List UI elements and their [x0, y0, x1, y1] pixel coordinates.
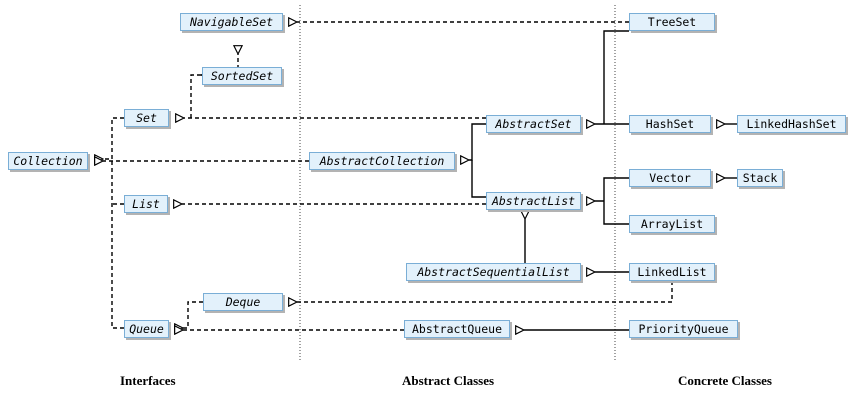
abstractcollection-box: AbstractCollection — [309, 152, 455, 170]
abstractqueue-box: AbstractQueue — [404, 320, 510, 338]
collection-box: Collection — [8, 152, 88, 170]
priorityqueue-box: PriorityQueue — [629, 320, 738, 338]
stack-box: Stack — [737, 169, 783, 187]
edge-linkedlist-deque — [297, 281, 673, 302]
navigableset-box: NavigableSet — [180, 13, 283, 31]
hashset-box: HashSet — [629, 115, 711, 133]
arraylist-box: ArrayList — [629, 215, 715, 233]
edge-abstractset-abstractcollection — [469, 123, 486, 160]
edge-list-queue-bus — [111, 159, 124, 329]
deque-box: Deque — [203, 293, 283, 311]
abstractlist-box: AbstractList — [486, 192, 581, 210]
queue-box: Queue — [124, 320, 169, 338]
edge-deque-queue — [183, 301, 203, 328]
linkedhashset-box: LinkedHashSet — [737, 115, 846, 133]
list-box: List — [124, 195, 168, 213]
edge-abstractlist-abstractcollection-bus — [471, 160, 486, 198]
abstractset-box: AbstractSet — [486, 115, 581, 133]
interfaces-caption: Interfaces — [120, 373, 176, 388]
edge-set-collection — [103, 117, 124, 159]
vector-box: Vector — [629, 169, 711, 187]
edge-set-sortedset — [190, 75, 201, 118]
edge-vector-abstractlist — [595, 177, 629, 225]
abstract-classes-caption: Abstract Classes — [402, 373, 495, 388]
concrete-classes-caption: Concrete Classes — [678, 373, 772, 388]
edge-treeset-abstractset — [603, 30, 629, 124]
set-box: Set — [124, 109, 169, 127]
linkedlist-box: LinkedList — [629, 263, 715, 281]
treeset-box: TreeSet — [629, 13, 715, 31]
abstractsequentiallist-box: AbstractSequentialList — [406, 263, 581, 281]
sortedset-box: SortedSet — [202, 67, 282, 85]
